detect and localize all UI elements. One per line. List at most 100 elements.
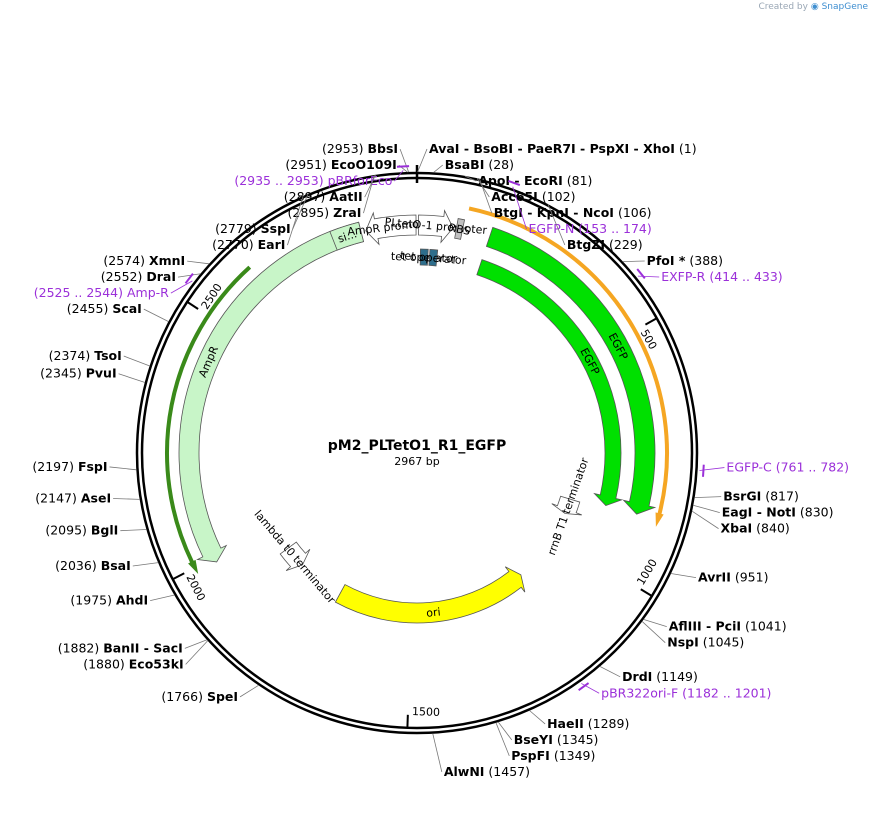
site-label-bgli[interactable]: (2095) BglI [45, 523, 118, 538]
site-leader-scai [143, 308, 169, 322]
site-leader-ahdi [150, 594, 175, 602]
site-label-fspi[interactable]: (2197) FspI [32, 459, 107, 474]
site-label-scai[interactable]: (2455) ScaI [67, 301, 142, 316]
site-label-drai[interactable]: (2552) DraI [101, 269, 176, 284]
feature-PLtetO-1-promoter[interactable] [417, 209, 454, 244]
snapgene-credit: Created by ◉ SnapGene [758, 2, 868, 12]
site-label-alwni[interactable]: AlwNI (1457) [444, 764, 530, 779]
tick-label-1500: 1500 [412, 705, 440, 719]
tick-500 [644, 317, 658, 326]
site-leader-spei [239, 684, 259, 698]
site-label-drdi[interactable]: DrdI (1149) [622, 669, 698, 684]
feature-label-RBS: RBS [447, 221, 471, 238]
site-label-banii-saci[interactable]: (1882) BanII - SacI [58, 640, 183, 655]
primer-label-pBR322ori-F[interactable]: pBR322ori-F (1182 .. 1201) [601, 685, 771, 700]
snapgene-logo-icon: ◉ [810, 2, 819, 12]
feature-AmpR-promoter[interactable] [365, 211, 417, 246]
site-leader-xbai [691, 510, 719, 529]
site-leader-bgli [120, 529, 147, 532]
site-label-xbai[interactable]: XbaI (840) [721, 521, 790, 536]
site-label-eari[interactable]: (2770) EarI [212, 237, 285, 252]
site-label-zrai[interactable]: (2895) ZraI [288, 205, 362, 220]
site-leader-eari [287, 195, 304, 246]
feature-orange-feature[interactable] [468, 206, 669, 527]
feature-AmpR-sig[interactable] [329, 221, 365, 251]
feature-label-lambda-t0-terminator: lambda t0 terminator [252, 508, 339, 607]
site-label-afliii-pcii[interactable]: AflIII - PciI (1041) [669, 619, 787, 634]
feature-EGFP-inner[interactable] [476, 259, 624, 507]
site-label-eco53ki[interactable]: (1880) Eco53kI [83, 656, 183, 671]
primer-mark-EGFP-N [508, 179, 521, 186]
primer-label-Amp-R[interactable]: (2525 .. 2544) Amp-R [34, 285, 169, 300]
site-leader-nspi [641, 621, 666, 643]
site-leader-fspi [109, 466, 137, 471]
site-label-avai-bsobi-paer7i-pspxi-xhoi[interactable]: AvaI - BsoBI - PaeR7I - PspXI - XhoI (1) [429, 141, 697, 156]
primer-label-EGFP-C[interactable]: EGFP-C (761 .. 782) [726, 460, 849, 475]
site-leader-eagi-noti [693, 504, 720, 513]
site-leader-avrii [670, 573, 697, 579]
primer-mark-Amp-R [184, 273, 194, 284]
site-leader-bsrgi [694, 496, 722, 498]
site-label-eagi-noti[interactable]: EagI - NotI (830) [722, 505, 834, 520]
site-label-haeii[interactable]: HaeII (1289) [547, 716, 629, 731]
site-label-avrii[interactable]: AvrII (951) [698, 570, 768, 585]
feature-green-feature[interactable] [165, 265, 252, 575]
site-label-bsrgi[interactable]: BsrGI (817) [723, 489, 799, 504]
site-label-nspi[interactable]: NspI (1045) [667, 635, 744, 650]
credit-brand: SnapGene [821, 2, 868, 12]
site-label-pvui[interactable]: (2345) PvuI [40, 366, 116, 381]
feature-EGFP[interactable] [485, 226, 657, 515]
tick-1000 [640, 588, 653, 597]
site-leader-tsoi [123, 355, 150, 367]
sites-layer: AvaI - BsoBI - PaeR7I - PspXI - XhoI (1)… [32, 141, 849, 779]
site-leader-afliii-pcii [643, 619, 667, 628]
feature-tet-operator-1[interactable] [419, 248, 429, 266]
site-label-ecoo109i[interactable]: (2951) EcoO109I [285, 157, 396, 172]
feature-tet-operator-2[interactable] [428, 248, 439, 267]
primer-mark-EGFP-C [702, 464, 705, 477]
site-label-aatii[interactable]: (2897) AatII [284, 189, 363, 204]
site-label-ahdi[interactable]: (1975) AhdI [70, 593, 148, 608]
site-label-asei[interactable]: (2147) AseI [35, 490, 111, 505]
primer-label-pBRforEco[interactable]: (2935 .. 2953) pBRforEco [234, 173, 392, 188]
site-leader-bsai [132, 562, 159, 567]
site-leader-pfoi- [622, 260, 645, 263]
site-label-btgi-kpni-ncoi[interactable]: BtgI - KpnI - NcoI (106) [494, 205, 652, 220]
feature-label-rrnB-T1-terminator: rrnB T1 terminator [545, 456, 592, 557]
site-label-sspi[interactable]: (2779) SspI [215, 221, 291, 236]
site-label-spei[interactable]: (1766) SpeI [161, 689, 238, 704]
site-label-acc65i[interactable]: Acc65I (102) [491, 189, 575, 204]
site-label-pfoi-[interactable]: PfoI * (388) [647, 253, 723, 268]
feature-RBS[interactable] [454, 218, 466, 240]
tick-label-2000: 2000 [183, 572, 207, 603]
site-leader-bbsi [399, 148, 410, 173]
site-leader-banii-saci [184, 639, 208, 649]
site-leader-avai-bsobi-paer7i-pspxi-xhoi [417, 148, 428, 173]
site-leader-bsabi [433, 164, 444, 173]
site-label-bbsi[interactable]: (2953) BbsI [322, 141, 398, 156]
site-label-btgzi[interactable]: BtgZI (229) [567, 237, 643, 252]
plasmid-length: 2967 bp [394, 455, 439, 468]
site-leader-alwni [432, 733, 443, 773]
site-leader-acc65i [476, 178, 490, 198]
site-leader-btgi-kpni-ncoi [479, 178, 493, 214]
site-label-pspfi[interactable]: PspFI (1349) [511, 748, 595, 763]
feature-ori[interactable] [334, 566, 526, 624]
site-leader-btgzi [547, 204, 566, 246]
feature-AmpR[interactable] [178, 221, 365, 563]
site-label-bsai[interactable]: (2036) BsaI [55, 558, 131, 573]
tick-2500 [186, 301, 199, 310]
site-label-tsoi[interactable]: (2374) TsoI [49, 348, 122, 363]
feature-rrnB-T1-terminator[interactable] [551, 495, 582, 516]
primer-label-EXFP-R[interactable]: EXFP-R (414 .. 433) [661, 269, 782, 284]
primer-mark-EXFP-R [636, 268, 646, 280]
feature-lambda-t0-terminator[interactable] [279, 541, 311, 572]
site-label-bseyi[interactable]: BseYI (1345) [514, 732, 599, 747]
primer-leader-pbr322ori-f [581, 683, 600, 694]
site-label-apoi-ecori[interactable]: ApoI - EcoRI (81) [478, 173, 592, 188]
site-label-xmni[interactable]: (2574) XmnI [103, 253, 185, 268]
site-label-bsabi[interactable]: BsaBI (28) [445, 157, 514, 172]
primer-label-EGFP-N[interactable]: EGFP-N (153 .. 174) [529, 221, 652, 236]
